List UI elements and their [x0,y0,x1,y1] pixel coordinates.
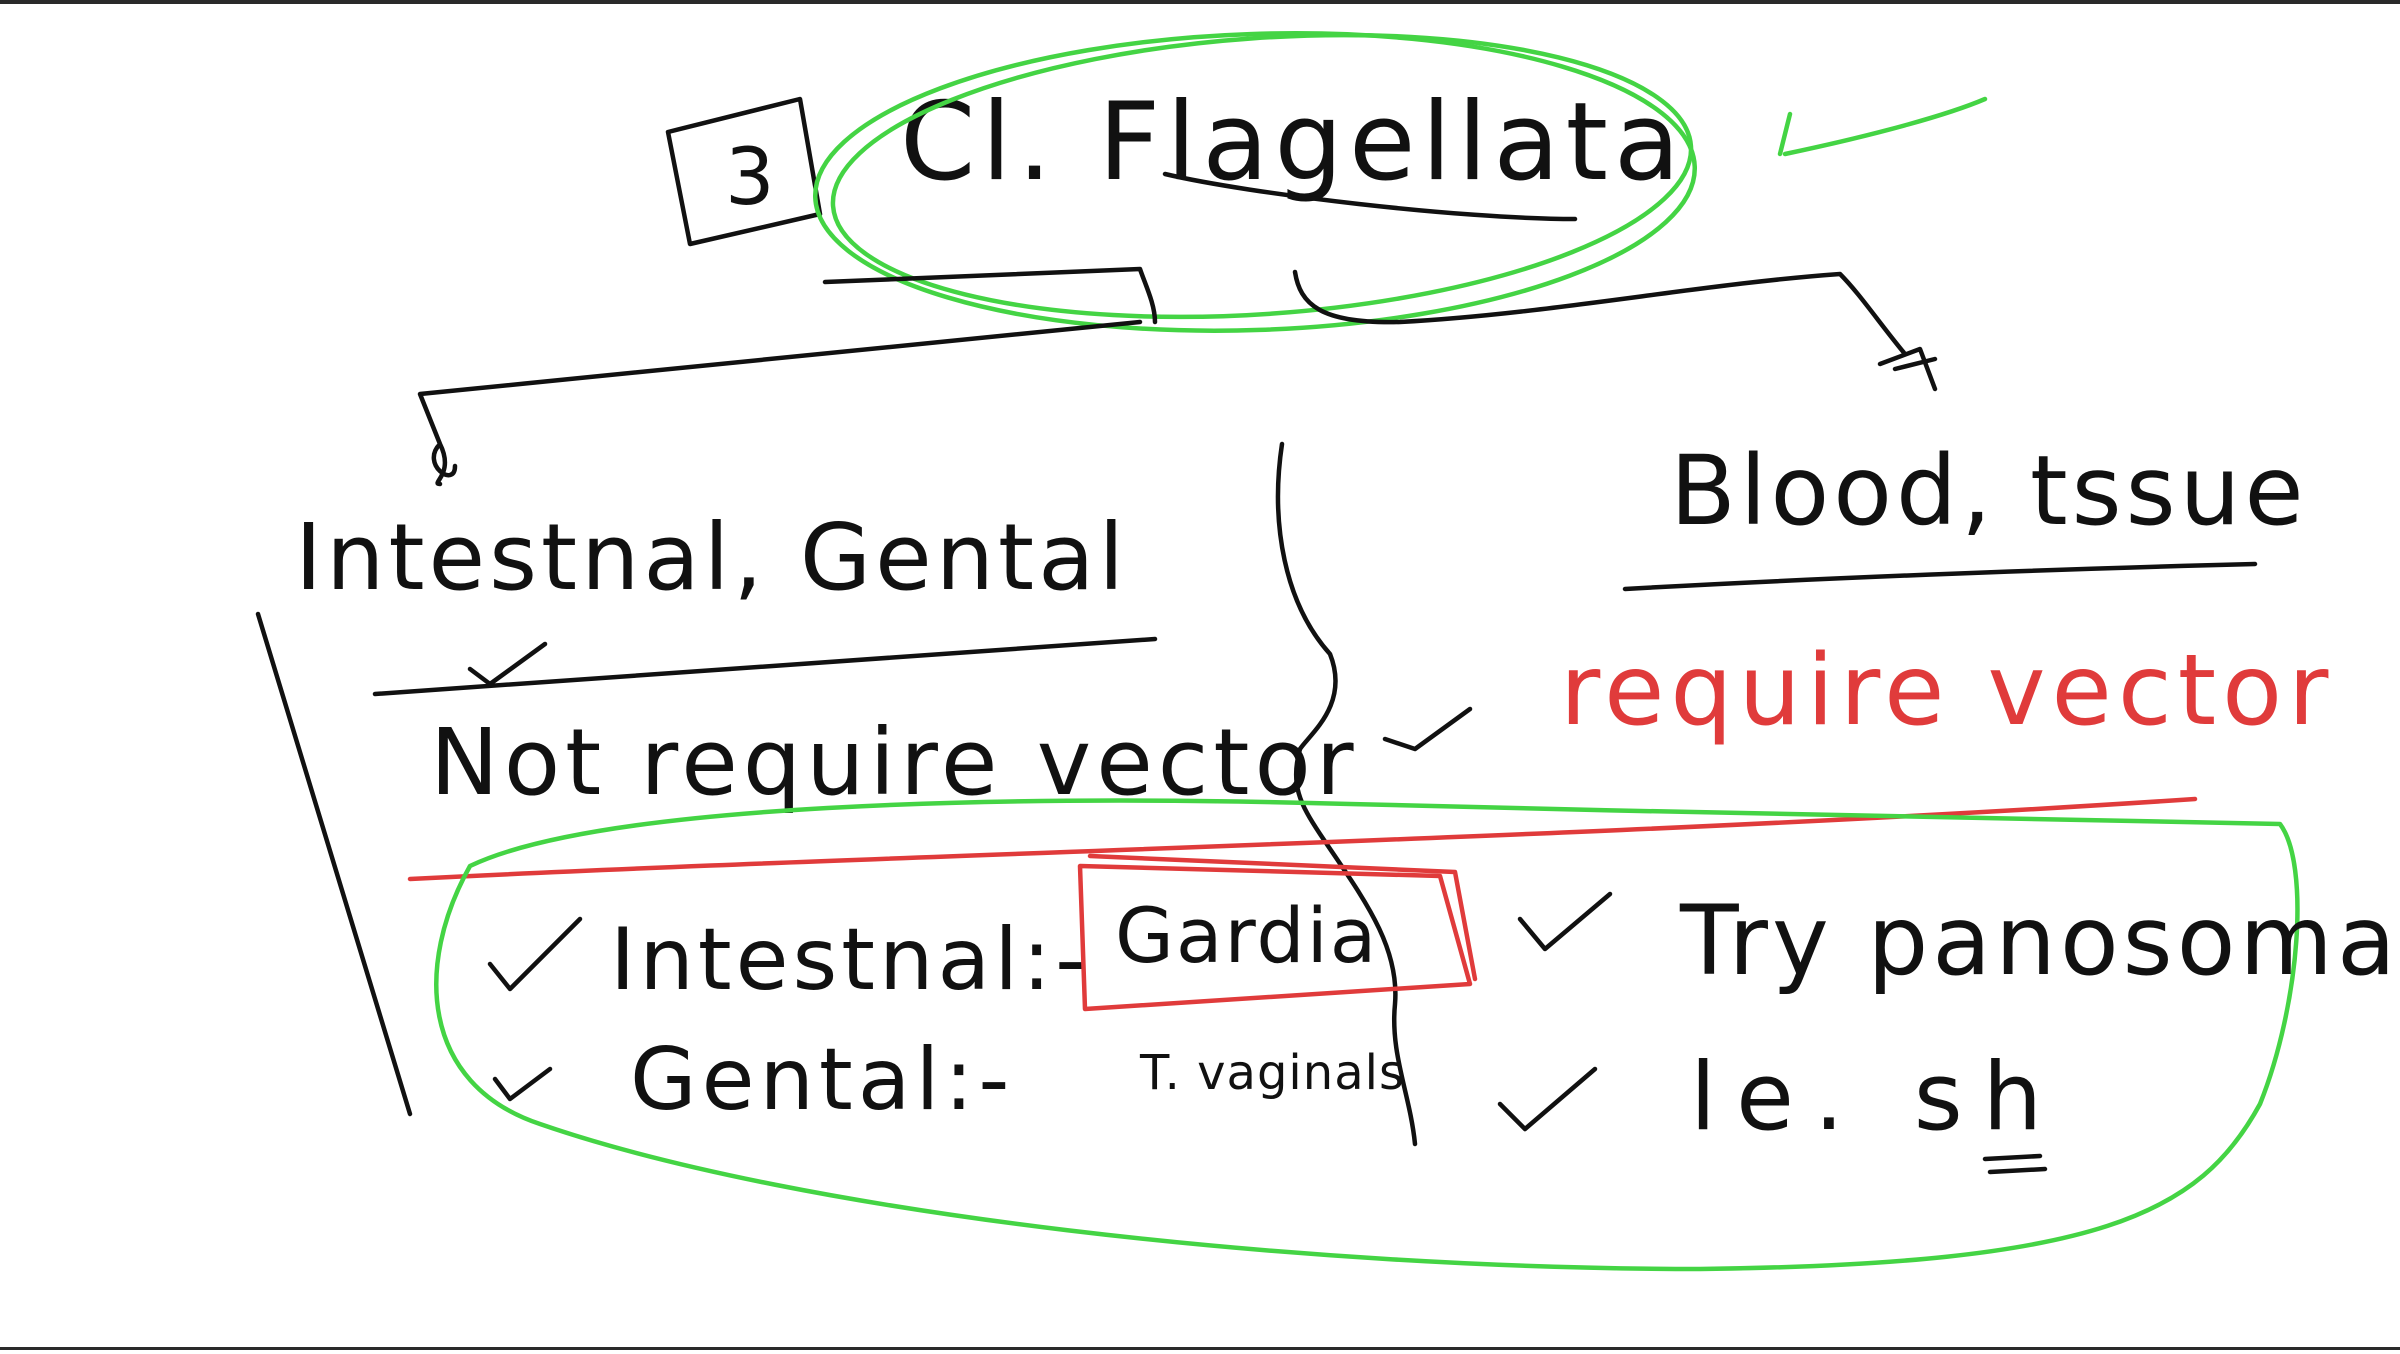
left-item-1-check-icon [487,916,583,992]
left-heading-underline [372,636,1158,697]
right-item-2-label: le. sh [1690,1043,2062,1152]
title-green-circle-2 [830,32,1694,320]
right-item-2-check-icon [1497,1066,1598,1132]
left-item-2-value: T. vaginals [1139,1045,1405,1101]
right-item-2-underline [1982,1153,2048,1175]
left-item-2-check-icon [492,1066,553,1102]
title: Cl. Flagellata [900,80,1686,205]
left-heading-check-icon [467,641,548,687]
right-heading-underline [1622,561,2258,592]
right-note-check-icon [1382,706,1473,752]
right-arrow-icon [1877,346,1938,392]
right-item-1-label: Try panosoma [1679,885,2400,997]
left-item-1-label: Intestnal:- [610,910,1090,1010]
right-note: require vector [1560,634,2334,748]
gardia-red-box [1077,863,1473,1012]
right-branch-line [1292,269,1908,357]
left-bracket [255,611,413,1117]
title-green-circle [812,31,1698,333]
lists-green-loop [434,798,2300,1272]
left-heading: Intestnal, Gental [295,504,1128,611]
left-item-1-value: Gardia [1115,891,1378,980]
title-check-icon [1777,96,1988,157]
whiteboard-drawing: 3 Cl. Flagellata Intestnal, Gental Not r… [255,31,2400,1272]
left-branch-line [417,319,1143,487]
right-heading: Blood, tssue [1670,435,2308,547]
middle-curly-divider [1275,441,1418,1147]
title-underline [1162,171,1578,222]
gardia-red-box-2 [1087,853,1478,982]
left-item-2-label: Gental:- [630,1030,1014,1130]
left-note: Not require vector [430,709,1359,816]
right-item-1-check-icon [1517,891,1613,952]
section-number: 3 [725,133,775,223]
branch-connector [822,266,1158,325]
